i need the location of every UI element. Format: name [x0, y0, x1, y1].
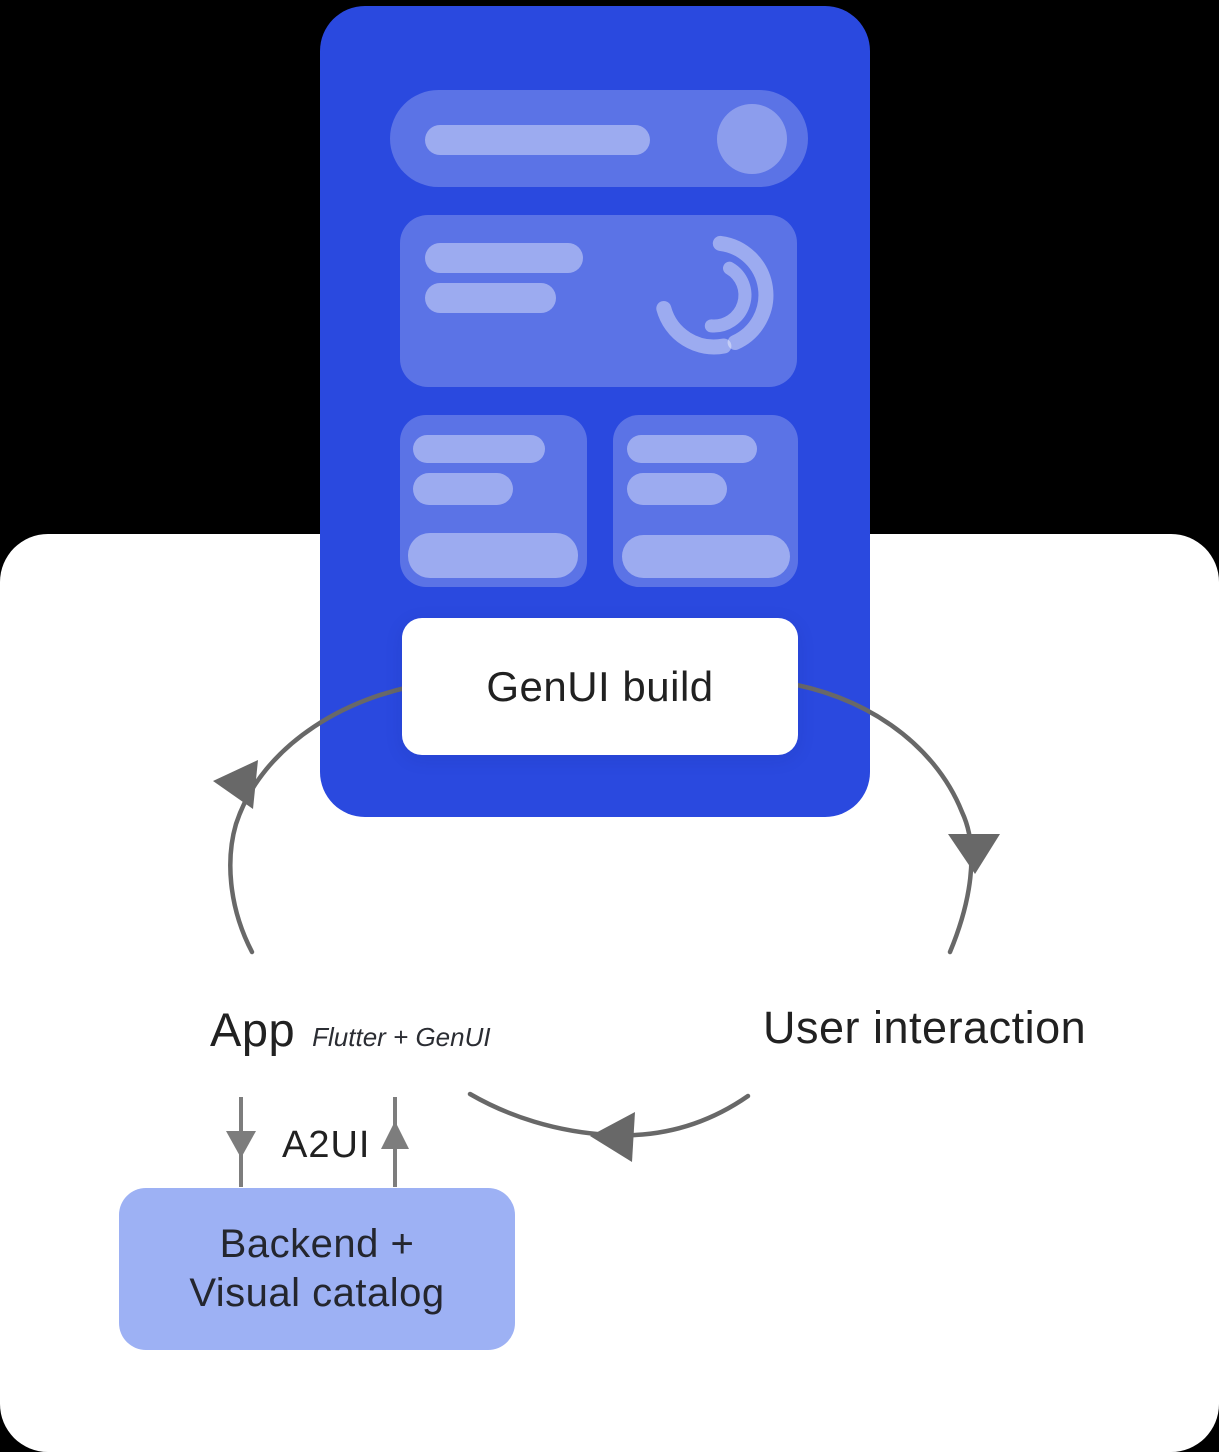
- genui-build-box: GenUI build: [402, 618, 798, 755]
- skeleton-button-pill: [622, 535, 790, 578]
- a2ui-protocol-label: A2UI: [282, 1124, 371, 1166]
- skeleton-content-card: [400, 215, 797, 387]
- app-node-label: App Flutter + GenUI: [210, 1002, 491, 1057]
- skeleton-text-line: [413, 435, 545, 463]
- genui-build-label: GenUI build: [486, 662, 714, 710]
- app-sublabel-text: Flutter + GenUI: [312, 1022, 491, 1052]
- skeleton-text-line: [413, 473, 513, 505]
- backend-node-box: Backend + Visual catalog: [119, 1188, 515, 1350]
- skeleton-button-pill: [408, 533, 578, 578]
- skeleton-text-line: [627, 435, 757, 463]
- skeleton-text-line: [425, 283, 556, 313]
- phone-mockup: [320, 6, 870, 817]
- skeleton-tile-right: [613, 415, 798, 587]
- skeleton-header-bar: [390, 90, 808, 187]
- app-label-text: App: [210, 1003, 296, 1056]
- avatar-circle-icon: [717, 104, 787, 174]
- backend-label-line2: Visual catalog: [189, 1271, 445, 1315]
- skeleton-title-line: [425, 125, 650, 155]
- donut-chart-icon: [656, 235, 774, 355]
- user-interaction-label: User interaction: [763, 1002, 1087, 1053]
- skeleton-text-line: [627, 473, 727, 505]
- skeleton-tile-left: [400, 415, 587, 587]
- skeleton-text-line: [425, 243, 583, 273]
- backend-label-line1: Backend +: [219, 1222, 415, 1266]
